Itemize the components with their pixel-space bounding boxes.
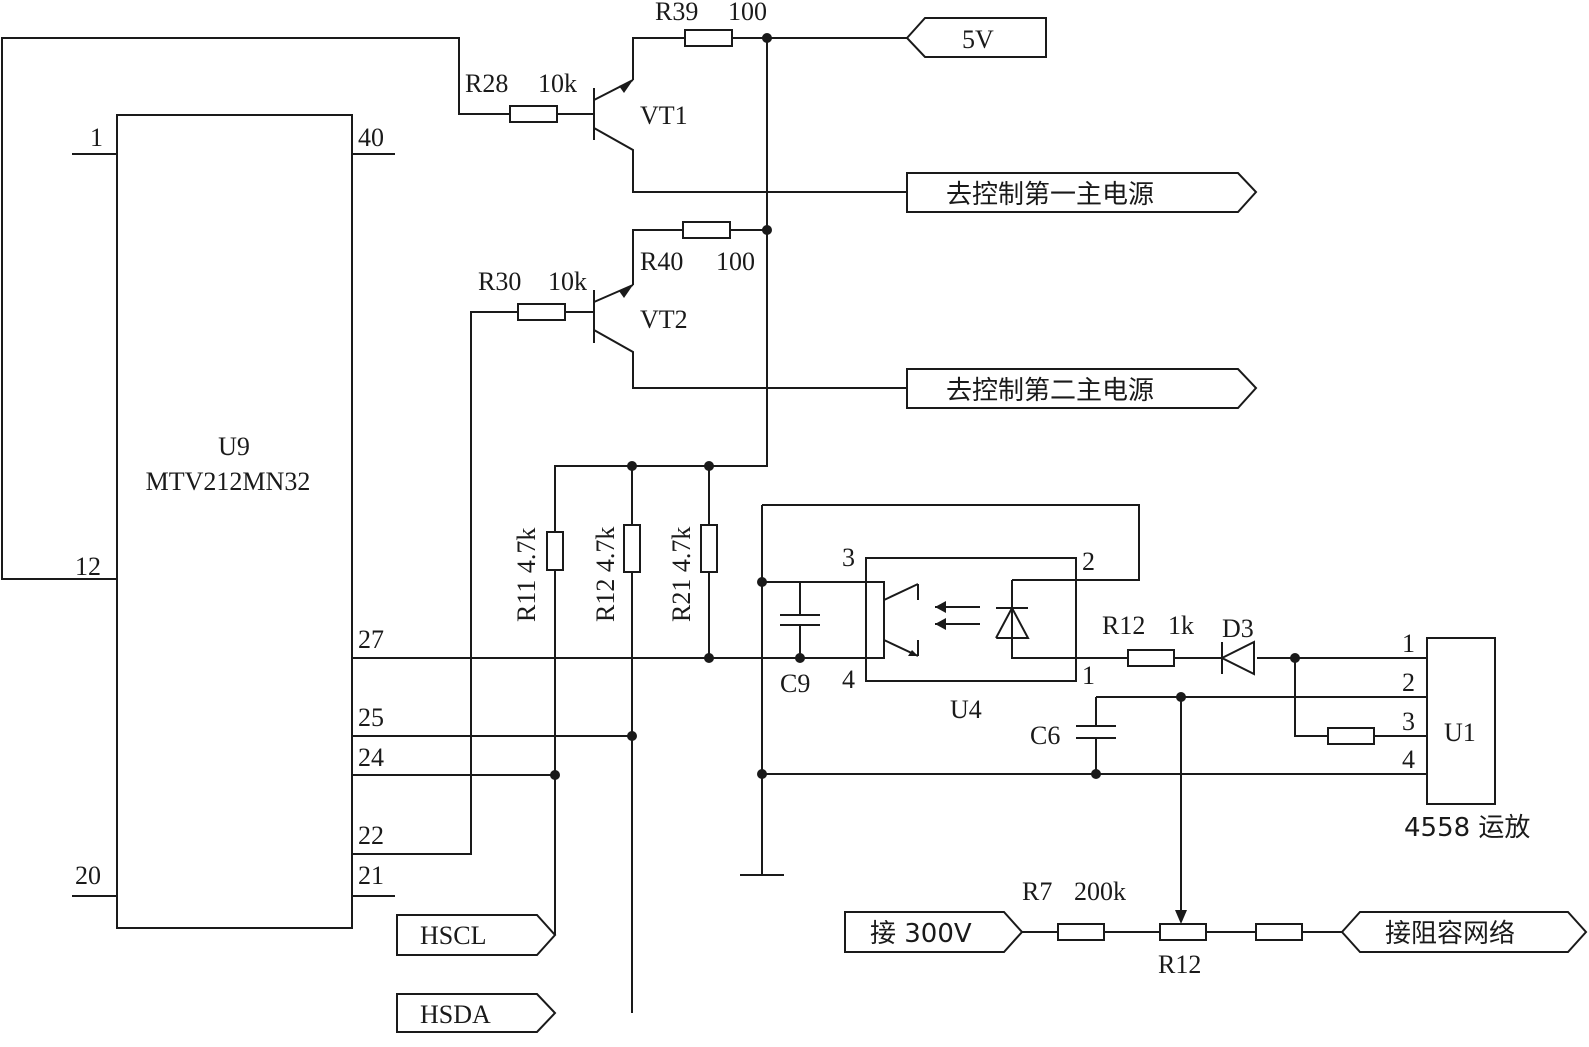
resistor-r28: R28 10k (465, 69, 577, 123)
u9-part: MTV212MN32 (146, 467, 311, 496)
u9-chip: U9 MTV212MN32 1 12 20 40 27 25 24 22 21 (72, 114, 395, 929)
capacitor-c9: C9 (780, 614, 820, 698)
transistor-vt2: VT2 (619, 285, 688, 334)
resistor-u1-feedback (1327, 727, 1375, 745)
port-rc-network: 接阻容网络 (1340, 911, 1588, 953)
resistor-r11: R11 4.7k (512, 528, 564, 622)
r30-value: 10k (548, 267, 587, 296)
r39-ref: R39 (655, 0, 698, 26)
u4-pin-1: 1 (1082, 661, 1095, 690)
c9-ref: C9 (780, 669, 810, 698)
resistor-r12-series: R12 1k (1102, 611, 1194, 667)
port-main-power-2-label: 去控制第二主电源 (946, 376, 1154, 406)
u9-pin-1: 1 (90, 123, 103, 152)
r12-series-value: 1k (1168, 611, 1194, 640)
u4-ref: U4 (950, 695, 982, 724)
port-5v: 5V (905, 17, 1047, 58)
r21-label: R21 4.7k (667, 527, 696, 622)
r40-ref: R40 (640, 247, 683, 276)
r11-label: R11 4.7k (512, 528, 541, 622)
port-main-power-2: 去控制第二主电源 (906, 368, 1258, 409)
port-hsda: HSDA (396, 993, 557, 1033)
port-hscl: HSCL (396, 914, 557, 956)
port-hsda-label: HSDA (420, 1000, 491, 1029)
resistor-r30: R30 10k (478, 267, 587, 321)
port-5v-label: 5V (962, 25, 994, 54)
resistor-r12-pullup: R12 4.7k (591, 524, 641, 622)
capacitor-c6: C6 (1030, 721, 1116, 750)
port-rc-network-label: 接阻容网络 (1385, 919, 1515, 949)
u1-pin-1: 1 (1402, 629, 1415, 658)
u4-pin-2: 2 (1082, 547, 1095, 576)
opamp-u1: U1 1 2 3 4 4558 运放 (1402, 629, 1530, 843)
port-300v-label: 接 300V (870, 919, 972, 949)
u9-pin-27: 27 (358, 625, 384, 654)
u4-pin-3: 3 (842, 543, 855, 572)
u1-note: 4558 运放 (1404, 813, 1530, 843)
r40-value: 100 (716, 247, 755, 276)
port-300v: 接 300V (844, 911, 1024, 953)
r39-value: 100 (728, 0, 767, 26)
port-main-power-1: 去控制第一主电源 (906, 172, 1258, 213)
u9-pin-40: 40 (358, 123, 384, 152)
u9-pin-20: 20 (75, 861, 101, 890)
u9-pin-25: 25 (358, 703, 384, 732)
r30-ref: R30 (478, 267, 521, 296)
r12-series-ref: R12 (1102, 611, 1145, 640)
u9-pin-22: 22 (358, 821, 384, 850)
resistor-r40: R40 100 (640, 221, 755, 276)
u9-pin-24: 24 (358, 743, 384, 772)
r12-pullup-label: R12 4.7k (591, 527, 620, 622)
port-hscl-label: HSCL (420, 921, 486, 950)
r7-value: 200k (1074, 877, 1126, 906)
u1-pin-2: 2 (1402, 668, 1415, 697)
u1-pin-3: 3 (1402, 707, 1415, 736)
u9-ref: U9 (218, 432, 250, 461)
resistor-r7: R7 200k (1022, 877, 1126, 941)
transistor-vt1: VT1 (619, 80, 688, 130)
d3-ref: D3 (1222, 614, 1254, 643)
junctions (550, 33, 1300, 780)
c6-ref: C6 (1030, 721, 1060, 750)
r7-ref: R7 (1022, 877, 1052, 906)
resistor-r21: R21 4.7k (667, 524, 718, 622)
resistor-rc (1255, 923, 1303, 941)
u9-pin-21: 21 (358, 861, 384, 890)
u1-ref: U1 (1444, 718, 1476, 747)
u4-pin-4: 4 (842, 665, 855, 694)
vt2-ref: VT2 (640, 305, 688, 334)
diode-d3: D3 (1219, 614, 1255, 676)
r28-value: 10k (538, 69, 577, 98)
u9-pin-12: 12 (75, 552, 101, 581)
r12-pot-ref: R12 (1158, 950, 1201, 979)
optocoupler-u4: 3 4 2 1 U4 (842, 543, 1095, 724)
port-main-power-1-label: 去控制第一主电源 (946, 180, 1154, 210)
r28-ref: R28 (465, 69, 508, 98)
u1-pin-4: 4 (1402, 745, 1415, 774)
resistor-r39: R39 100 (655, 0, 767, 47)
potentiometer-r12: R12 (1158, 910, 1207, 979)
vt1-ref: VT1 (640, 101, 688, 130)
